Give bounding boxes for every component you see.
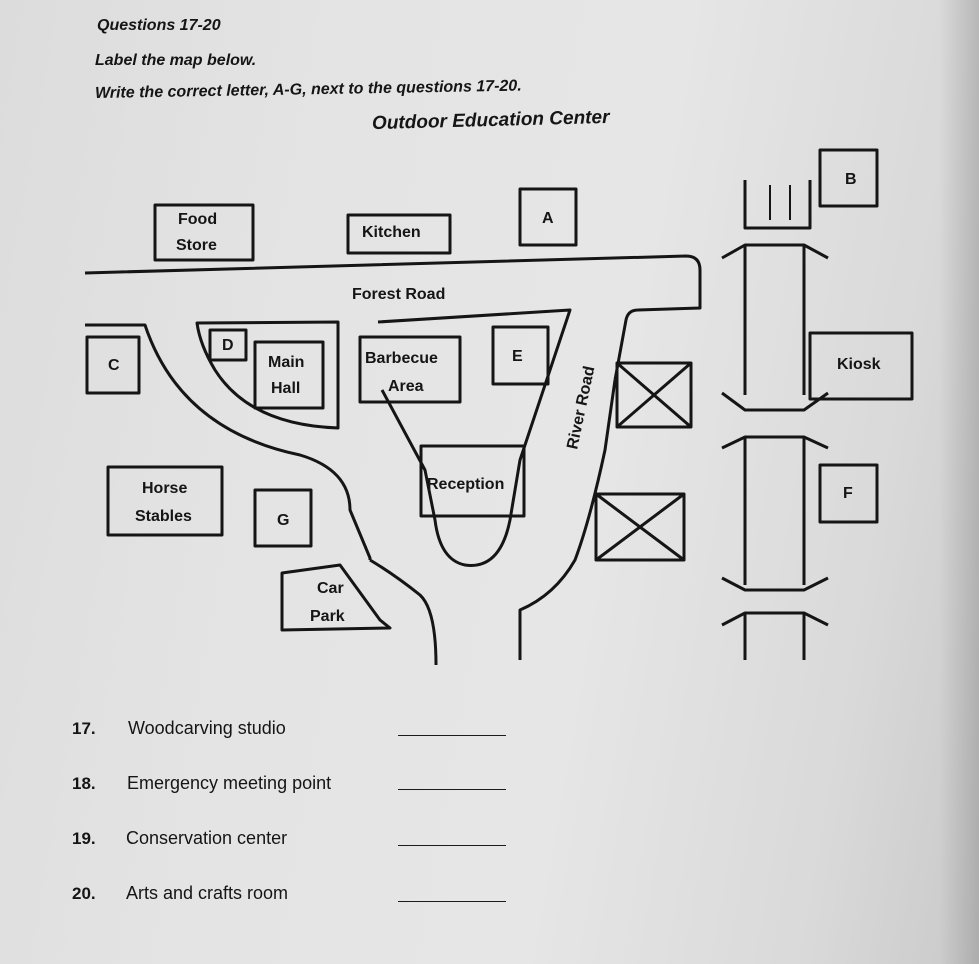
label-food-store-2: Store (176, 237, 217, 254)
building-e (491, 325, 550, 386)
label-g: G (277, 512, 289, 529)
building-d (208, 328, 248, 362)
question-text: Arts and crafts room (126, 883, 289, 903)
main-hall-area (195, 320, 340, 430)
label-reception: Reception (427, 476, 504, 493)
answer-blank[interactable] (398, 901, 506, 902)
car-park (280, 563, 392, 632)
question-text: Emergency meeting point (127, 773, 332, 793)
building-f (818, 463, 879, 524)
label-main-hall-2: Hall (271, 380, 300, 397)
main-hall-building (253, 340, 325, 410)
label-f: F (843, 485, 853, 502)
crossed-box-upper (615, 361, 693, 429)
question-number: 18. (72, 774, 96, 793)
river-road-edge (518, 379, 617, 660)
label-a: A (542, 210, 554, 227)
answer-blank[interactable] (398, 735, 506, 736)
label-d: D (222, 337, 234, 354)
label-horse-stables-1: Horse (142, 480, 187, 497)
label-horse-stables-2: Stables (135, 508, 192, 525)
kitchen-building (346, 213, 452, 255)
instruction-label-map: Label the map below. (95, 52, 257, 69)
crossed-box-lower (594, 492, 686, 562)
answer-blank[interactable] (398, 789, 506, 790)
label-b: B (845, 171, 857, 188)
label-car-park-1: Car (317, 580, 344, 597)
building-c (85, 335, 141, 395)
label-e: E (512, 348, 523, 365)
building-b (818, 148, 879, 208)
label-barbecue-1: Barbecue (365, 350, 438, 367)
label-kiosk: Kiosk (837, 356, 881, 373)
label-c: C (108, 357, 120, 374)
question-number: 20. (72, 884, 96, 903)
road-curve-left (85, 323, 372, 560)
label-barbecue-2: Area (388, 378, 424, 395)
kiosk-building (808, 331, 914, 401)
question-text: Woodcarving studio (128, 718, 286, 738)
answer-blank[interactable] (398, 845, 506, 846)
bridge-top-a (743, 180, 812, 230)
building-g (253, 488, 313, 548)
question-number: 17. (72, 719, 96, 738)
reception-building (419, 444, 526, 518)
forest-road (84, 254, 702, 381)
label-main-hall-1: Main (268, 354, 304, 371)
horse-stables-building (106, 465, 224, 537)
label-food-store-1: Food (178, 211, 217, 228)
food-store-building (153, 203, 255, 262)
question-text: Conservation center (126, 828, 288, 848)
page-edge-shadow (939, 0, 979, 964)
barbecue-area-building (358, 335, 462, 404)
label-kitchen: Kitchen (362, 224, 421, 241)
question-number: 19. (72, 829, 96, 848)
road-south-left (369, 558, 438, 666)
label-river-road: River Road (564, 365, 598, 451)
building-a (518, 187, 578, 247)
section-heading: Questions 17-20 (97, 17, 221, 34)
barbecue-funnel (377, 308, 572, 567)
label-car-park-2: Park (310, 608, 345, 625)
label-forest-road: Forest Road (352, 286, 445, 303)
